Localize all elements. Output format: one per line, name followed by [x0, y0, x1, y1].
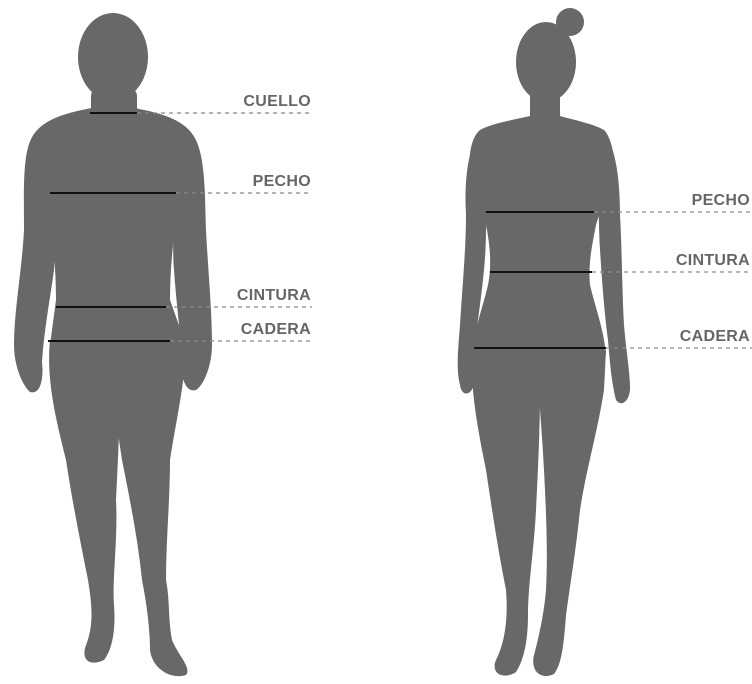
female-labels: PECHO CINTURA CADERA [676, 192, 750, 345]
male-torso [30, 108, 197, 345]
female-torso [469, 116, 614, 355]
female-label-hip: CADERA [680, 328, 750, 345]
male-label-neck: CUELLO [243, 93, 311, 110]
male-label-chest: PECHO [253, 173, 311, 190]
female-label-chest: PECHO [692, 192, 750, 209]
female-figure [458, 8, 630, 676]
female-head [516, 22, 576, 102]
male-labels: CUELLO PECHO CINTURA CADERA [237, 93, 311, 338]
male-right-leg [108, 340, 187, 676]
female-label-waist: CINTURA [676, 252, 750, 269]
male-label-waist: CINTURA [237, 287, 311, 304]
male-left-leg [49, 340, 120, 663]
male-label-hip: CADERA [241, 321, 311, 338]
female-left-leg [472, 350, 540, 676]
male-head [78, 13, 148, 101]
female-right-leg [533, 350, 606, 676]
